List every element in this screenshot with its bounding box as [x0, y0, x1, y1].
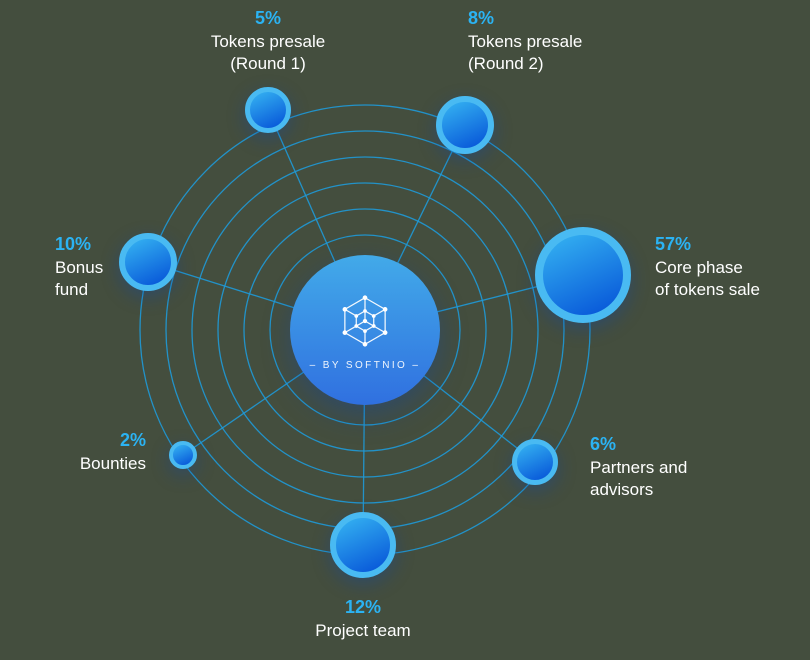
center-logo-circle: – BY SOFTNIO – [290, 255, 440, 405]
segment-label: Bounties [79, 454, 146, 473]
hexagon-network-icon [342, 294, 388, 347]
segment-label: Project team [315, 621, 411, 640]
percent-value: 5% [254, 8, 281, 28]
label-bounties: 2% Bounties [80, 428, 146, 475]
node-partners-and-advisors [512, 439, 558, 485]
segment-label: Partners and advisors [590, 458, 688, 499]
label-core-phase-tokens-sale: 57% Core phase of tokens sale [655, 232, 760, 301]
node-bonus-fund [119, 233, 177, 291]
node-tokens-presale-round-2 [436, 96, 494, 154]
label-bonus-fund: 10% Bonus fund [55, 232, 103, 301]
percent-value: 6% [590, 434, 617, 454]
node-tokens-presale-round-1 [245, 87, 291, 133]
label-tokens-presale-round-2: 8% Tokens presale (Round 2) [468, 6, 582, 75]
segment-label: Core phase of tokens sale [655, 258, 760, 299]
label-tokens-presale-round-1: 5% Tokens presale (Round 1) [178, 6, 358, 75]
segment-label: Tokens presale (Round 1) [210, 32, 326, 73]
brand-text: – BY SOFTNIO – [309, 359, 421, 371]
node-core-phase-tokens-sale [535, 227, 631, 323]
hexagon-network-dots [342, 294, 388, 347]
percent-value: 2% [119, 430, 146, 450]
node-bounties [169, 441, 197, 469]
segment-label: Bonus fund [55, 258, 104, 299]
label-partners-and-advisors: 6% Partners and advisors [590, 432, 687, 501]
percent-value: 8% [468, 8, 495, 28]
label-project-team: 12% Project team [263, 595, 463, 642]
percent-value: 57% [655, 234, 692, 254]
percent-value: 12% [344, 597, 382, 617]
segment-label: Tokens presale (Round 2) [468, 32, 583, 73]
percent-value: 10% [55, 234, 92, 254]
node-project-team [330, 512, 396, 578]
